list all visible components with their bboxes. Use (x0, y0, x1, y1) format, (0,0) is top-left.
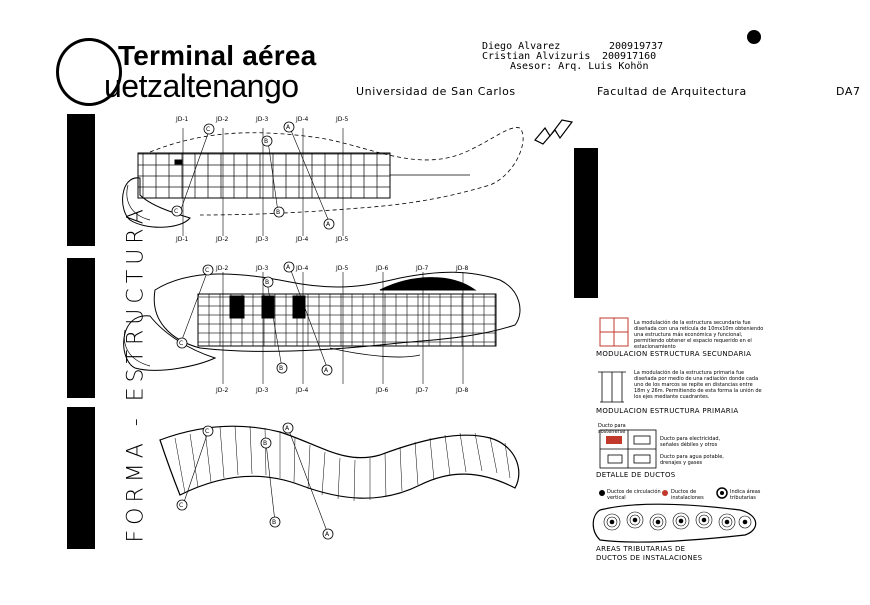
duct-electric-label: Ducto para electricidad, señales débiles… (660, 436, 721, 448)
svg-text:JD-4: JD-4 (295, 265, 309, 272)
svg-text:JD-6: JD-6 (375, 387, 389, 394)
black-bar-3 (67, 407, 95, 549)
svg-text:A: A (285, 425, 290, 432)
svg-text:B: B (264, 138, 268, 145)
tributary-areas-diagram (592, 503, 757, 543)
author-2-id: 200917160 (602, 51, 657, 62)
svg-text:C: C (205, 428, 209, 435)
university-label: Universidad de San Carlos (356, 85, 516, 98)
svg-text:JD-4: JD-4 (295, 236, 309, 243)
black-bar-2 (67, 258, 95, 398)
black-bar-1 (67, 114, 95, 246)
plan-bottom-marker-labels: C A B C B A (179, 425, 330, 538)
author-2-name: Cristian Alvizuris (482, 51, 591, 62)
plan-bottom-markers (176, 422, 334, 540)
svg-text:JD-2: JD-2 (215, 236, 229, 243)
svg-text:C: C (206, 126, 210, 133)
legend-key-icons (599, 487, 728, 499)
plan-bottom (159, 425, 520, 535)
svg-text:JD-1: JD-1 (175, 236, 189, 243)
svg-text:A: A (324, 367, 329, 374)
plan-top-axis-labels: JD-1 JD-2 JD-3 JD-4 JD-5 JD-1 JD-2 JD-3 … (175, 116, 349, 243)
duct-support-label: Ducto para sostenerse (598, 423, 626, 435)
svg-text:C: C (179, 340, 183, 347)
svg-text:JD-3: JD-3 (255, 116, 269, 123)
advisor: Asesor: Arq. Luis Kohön (510, 61, 649, 72)
key-vertical-circulation: Ductos de circulación vertical (607, 489, 661, 501)
svg-text:JD-5: JD-5 (335, 265, 349, 272)
secondary-grid-icon (599, 317, 629, 347)
svg-text:JD-3: JD-3 (255, 236, 269, 243)
svg-text:JD-8: JD-8 (455, 387, 469, 394)
secondary-structure-desc: La modulación de la estructura secundari… (634, 320, 764, 350)
svg-text:JD-2: JD-2 (215, 387, 229, 394)
faculty-label: Facultad de Arquitectura (597, 85, 747, 98)
duct-detail-title: DETALLE DE DUCTOS (596, 471, 676, 479)
plan-middle-markers (176, 261, 333, 376)
svg-text:B: B (263, 440, 267, 447)
black-bar-right (574, 148, 598, 298)
tributary-areas-title: AREAS TRIBUTARIAS DE DUCTOS DE INSTALACI… (596, 545, 703, 562)
svg-text:JD-2: JD-2 (215, 265, 229, 272)
svg-text:JD-3: JD-3 (255, 265, 269, 272)
svg-text:B: B (276, 209, 280, 216)
svg-text:JD-3: JD-3 (255, 387, 269, 394)
north-arrow-icon (534, 119, 574, 145)
primary-frame-icon (598, 371, 626, 403)
svg-text:A: A (286, 124, 291, 131)
svg-text:JD-2: JD-2 (215, 116, 229, 123)
primary-structure-title: MODULACION ESTRUCTURA PRIMARIA (596, 407, 739, 415)
svg-text:A: A (325, 531, 330, 538)
primary-structure-desc: La modulación de la estructura primaria … (634, 370, 762, 400)
project-title: Terminal aérea (118, 40, 317, 71)
project-city: uetzaltenango (104, 68, 299, 104)
svg-text:JD-5: JD-5 (335, 236, 349, 243)
plan-middle-axis-labels: JD-2 JD-3 JD-4 JD-5 JD-6 JD-7 JD-8 JD-2 … (215, 265, 469, 394)
svg-text:JD-1: JD-1 (175, 116, 189, 123)
sheet-number: DA7 (836, 85, 861, 98)
key-tributary-areas: Indica áreas tributarias (730, 489, 761, 501)
svg-text:JD-4: JD-4 (295, 116, 309, 123)
svg-text:C: C (174, 208, 178, 215)
plan-middle (123, 267, 521, 384)
svg-text:JD-7: JD-7 (415, 265, 429, 272)
svg-text:B: B (272, 519, 276, 526)
author-1-id: 200919737 (609, 41, 664, 52)
svg-text:C: C (179, 502, 183, 509)
svg-text:A: A (286, 264, 291, 271)
title-logo-q (56, 38, 122, 106)
plan-top (122, 127, 524, 236)
duct-water-label: Ducto para agua potable, drenajes y gase… (660, 454, 724, 466)
key-installation-ducts: Ductos de instalaciones (671, 489, 704, 501)
svg-text:JD-6: JD-6 (375, 265, 389, 272)
svg-text:B: B (279, 365, 283, 372)
svg-text:JD-8: JD-8 (455, 265, 469, 272)
plan-top-marker-labels: C A B C B A (174, 124, 331, 228)
plan-top-markers (171, 121, 335, 230)
svg-text:C: C (205, 267, 209, 274)
svg-text:B: B (265, 279, 269, 286)
secondary-structure-title: MODULACION ESTRUCTURA SECUNDARIA (596, 350, 752, 358)
svg-text:A: A (326, 221, 331, 228)
svg-text:JD-4: JD-4 (295, 387, 309, 394)
plan-middle-marker-labels: C A B C B A (179, 264, 329, 374)
author-1-name: Diego Alvarez (482, 41, 561, 52)
black-dot-marker (747, 30, 761, 44)
svg-text:JD-5: JD-5 (335, 116, 349, 123)
svg-text:JD-7: JD-7 (415, 387, 429, 394)
duct-detail-icon (599, 429, 657, 469)
